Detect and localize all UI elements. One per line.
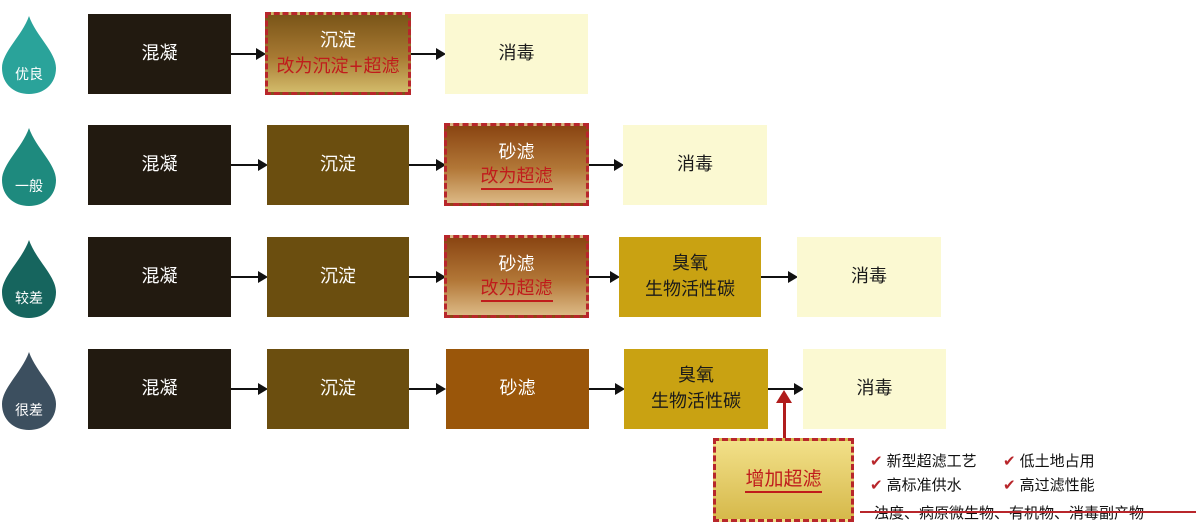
insert-arrow <box>776 390 792 439</box>
quality-label: 优良 <box>15 67 43 83</box>
process-step-sedimentation: 沉淀 <box>267 125 409 205</box>
check-mark-icon: ✔ <box>870 476 883 494</box>
flow-arrow <box>768 383 804 395</box>
process-step-ozone-bac: 臭氧 生物活性碳 <box>624 349 768 429</box>
process-step-coagulation: 混凝 <box>88 14 231 94</box>
step-label: 砂滤 <box>498 253 535 275</box>
step-label: 混凝 <box>141 378 178 399</box>
benefit-text: 低土地占用 <box>1019 452 1095 470</box>
benefit-item: ✔高过滤性能 <box>1003 474 1095 495</box>
step-label-secondary: 生物活性碳 <box>651 391 741 412</box>
step-label: 沉淀 <box>320 154 356 175</box>
step-label: 消毒 <box>851 266 887 287</box>
process-step-sand-filtration: 砂滤 改为超滤 <box>444 235 589 318</box>
water-drop-icon <box>2 16 56 94</box>
process-step-coagulation: 混凝 <box>88 237 231 317</box>
flow-arrow <box>231 271 268 283</box>
flow-arrow <box>231 159 268 171</box>
flow-arrow <box>409 159 446 171</box>
water-drop-general: 一般 <box>0 126 58 208</box>
step-label: 沉淀 <box>320 266 356 287</box>
benefit-item: ✔高标准供水 <box>870 474 962 495</box>
step-label: 消毒 <box>856 378 893 399</box>
step-label: 臭氧 <box>672 253 708 274</box>
removed-contaminants-text: 浊度、病原微生物、有机物、消毒副产物 <box>874 504 1145 522</box>
water-drop-icon <box>2 352 56 430</box>
process-step-disinfection: 消毒 <box>445 14 588 94</box>
flow-arrow <box>589 383 625 395</box>
step-label: 消毒 <box>498 43 535 64</box>
flow-arrow <box>589 159 624 171</box>
benefit-text: 高过滤性能 <box>1019 476 1095 494</box>
water-drop-icon <box>2 128 56 206</box>
flow-arrow <box>589 271 620 283</box>
process-step-disinfection: 消毒 <box>623 125 767 205</box>
process-step-sand-filtration: 砂滤 <box>446 349 589 429</box>
water-drop-poor: 较差 <box>0 238 58 320</box>
flow-arrow <box>411 48 446 60</box>
process-step-sand-filtration: 砂滤 改为超滤 <box>444 123 589 206</box>
process-step-coagulation: 混凝 <box>88 125 231 205</box>
process-step-disinfection: 消毒 <box>797 237 941 317</box>
flow-arrow <box>409 271 446 283</box>
step-label: 臭氧 <box>678 365 714 386</box>
flow-arrow <box>231 383 268 395</box>
step-label: 砂滤 <box>499 378 536 399</box>
check-mark-icon: ✔ <box>1003 476 1016 494</box>
step-label: 沉淀 <box>320 378 356 399</box>
step-label: 砂滤 <box>498 141 535 163</box>
benefit-text: 新型超滤工艺 <box>886 452 977 470</box>
process-step-coagulation: 混凝 <box>88 349 231 429</box>
benefit-item: ✔低土地占用 <box>1003 450 1095 471</box>
quality-label: 较差 <box>15 291 43 307</box>
step-label-secondary: 生物活性碳 <box>645 279 735 300</box>
step-label: 混凝 <box>141 43 178 64</box>
upgrade-note: 改为沉淀+超滤 <box>276 55 400 77</box>
add-ultrafiltration-box: 增加超滤 <box>713 438 854 522</box>
water-drop-icon <box>2 240 56 318</box>
removed-contaminants: 浊度、病原微生物、有机物、消毒副产物 <box>860 500 1198 522</box>
process-step-sedimentation: 沉淀 改为沉淀+超滤 <box>265 12 411 95</box>
strike-line <box>860 511 1196 513</box>
step-label: 混凝 <box>141 266 178 287</box>
check-mark-icon: ✔ <box>870 452 883 470</box>
benefit-item: ✔新型超滤工艺 <box>870 450 977 471</box>
benefit-text: 高标准供水 <box>886 476 962 494</box>
water-drop-excellent: 优良 <box>0 14 58 96</box>
upgrade-note: 改为超滤 <box>480 278 553 302</box>
upgrade-note: 改为超滤 <box>480 166 553 190</box>
flow-arrow <box>231 48 266 60</box>
step-label: 沉淀 <box>320 29 356 51</box>
step-label: 消毒 <box>677 154 713 175</box>
process-step-sedimentation: 沉淀 <box>267 237 409 317</box>
step-label: 混凝 <box>141 154 178 175</box>
add-ultrafiltration-label: 增加超滤 <box>745 467 822 493</box>
process-step-disinfection: 消毒 <box>803 349 946 429</box>
process-step-ozone-bac: 臭氧 生物活性碳 <box>619 237 761 317</box>
quality-label: 一般 <box>15 179 43 195</box>
flow-arrow <box>761 271 798 283</box>
process-step-sedimentation: 沉淀 <box>267 349 409 429</box>
water-drop-very-poor: 很差 <box>0 350 58 432</box>
check-mark-icon: ✔ <box>1003 452 1016 470</box>
flow-arrow <box>409 383 446 395</box>
quality-label: 很差 <box>15 403 43 419</box>
